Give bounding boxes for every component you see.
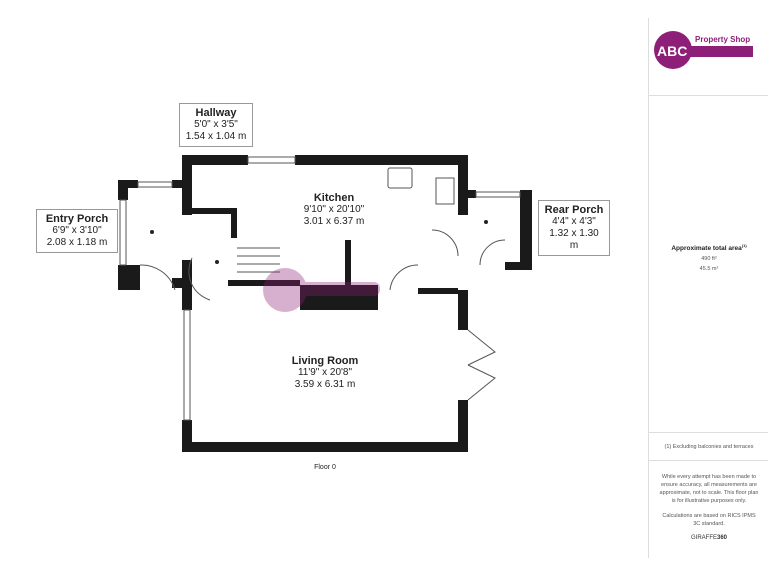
logo-text: ABC <box>657 43 687 59</box>
room-size-metric: 1.54 x 1.04 m <box>185 131 247 142</box>
room-size-imperial: 11'9" x 20'8" <box>297 367 353 378</box>
room-size-metric: 3.59 x 6.31 m <box>294 379 356 390</box>
area-footnote-marker: (1) <box>741 243 747 248</box>
company-logo: ABC Property Shop <box>654 31 753 69</box>
area-title: Approximate total area(1) <box>649 242 768 253</box>
area-ft: 490 ft² <box>701 256 717 262</box>
room-name: Entry Porch <box>45 213 109 225</box>
floor-label: Floor 0 <box>314 464 336 471</box>
brand-text-bold: 360 <box>717 535 728 541</box>
floor-plan-drawing <box>118 155 532 452</box>
room-size-metric: 2.08 x 1.18 m <box>46 237 108 248</box>
brand-text: GIRAFFE <box>690 535 717 541</box>
room-size-metric: 1.32 x 1.30 m <box>549 228 599 251</box>
room-size-imperial: 9'10" x 20'10" <box>303 204 365 215</box>
windows-doors <box>119 156 521 421</box>
calculation-note: Calculations are based on RICS IPMS 3C s… <box>662 513 756 527</box>
room-size-metric: 3.01 x 6.37 m <box>303 216 365 227</box>
disclaimer: While every attempt has been made to ens… <box>659 474 759 504</box>
info-sidebar: ABC Property Shop Approximate total area… <box>648 18 768 558</box>
area-title-text: Approximate total area <box>671 245 742 253</box>
area-m: 45.5 m² <box>699 266 719 272</box>
room-name: Hallway <box>195 107 237 119</box>
watermark-logo <box>263 268 380 312</box>
room-size-imperial: 4'4" x 4'3" <box>552 216 596 227</box>
area-footnote: (1) Excluding balconies and terraces <box>664 444 754 450</box>
giraffe360-brand: GIRAFFE360 <box>649 534 768 542</box>
walls <box>118 155 532 452</box>
room-name: Living Room <box>291 355 359 367</box>
logo-subtext: Property Shop <box>695 35 750 44</box>
room-name: Kitchen <box>313 192 355 204</box>
room-name: Rear Porch <box>544 204 604 216</box>
room-size-imperial: 6'9" x 3'10" <box>52 225 102 236</box>
room-size-imperial: 5'0" x 3'5" <box>194 119 238 130</box>
